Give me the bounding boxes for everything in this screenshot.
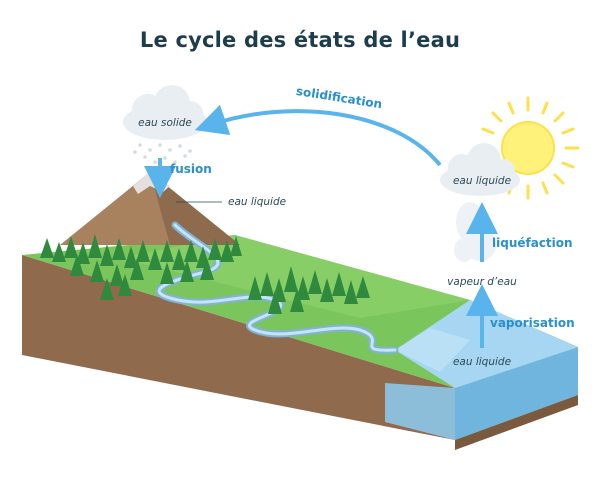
label-liquefaction: liquéfaction <box>492 236 573 250</box>
label-sea-liquid-water: eau liquide <box>453 356 511 368</box>
label-fusion: fusion <box>170 162 212 176</box>
cloud-liquid-icon <box>440 143 520 196</box>
label-mountain-liquid-water: eau liquide <box>228 196 286 208</box>
label-water-vapor: vapeur d’eau <box>447 276 517 288</box>
mountain <box>60 172 240 245</box>
diagram-title: Le cycle des états de l’eau <box>139 28 461 52</box>
snow-icon <box>133 143 192 164</box>
label-solid-water: eau solide <box>138 117 192 129</box>
label-cloud-liquid-water: eau liquide <box>453 175 511 187</box>
solidification-arrow <box>194 104 442 167</box>
forest-left <box>40 234 242 300</box>
cloud-solid-icon <box>123 85 207 140</box>
landscape <box>22 235 578 450</box>
forest-right <box>248 266 370 314</box>
label-solidification: solidification <box>295 84 383 111</box>
label-vaporisation: vaporisation <box>490 316 575 330</box>
vapor-icon <box>454 202 496 262</box>
